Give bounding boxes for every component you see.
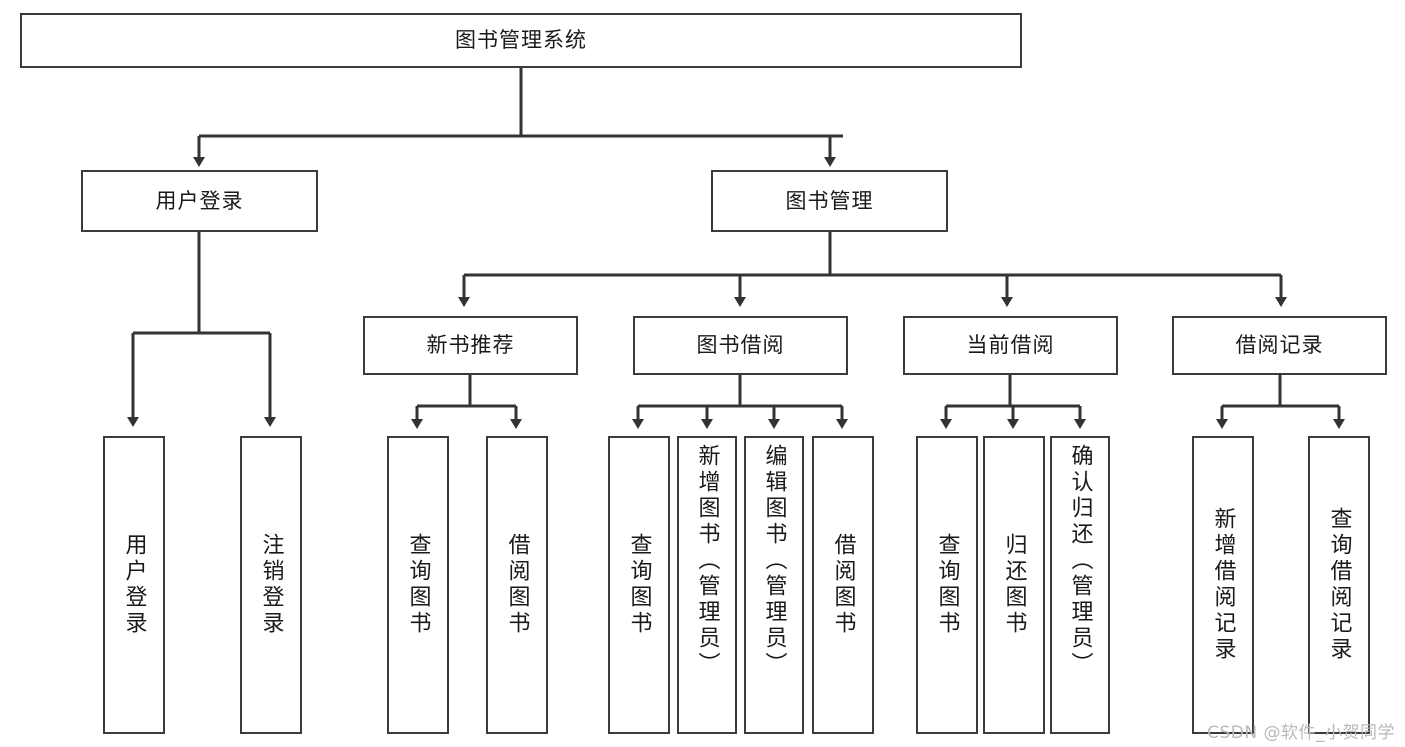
node-label: 查询借阅记录: [1326, 507, 1352, 663]
node-leaf-edit-book-admin[interactable]: 编辑图书（管理员）: [744, 436, 804, 734]
node-label: 新书推荐: [426, 333, 515, 358]
node-label: 新增图书（管理员）: [694, 444, 720, 678]
node-leaf-user-login[interactable]: 用户登录: [103, 436, 165, 734]
node-new-book-recommend[interactable]: 新书推荐: [363, 316, 578, 375]
node-leaf-query-book-recommend[interactable]: 查询图书: [387, 436, 449, 734]
node-current-borrow[interactable]: 当前借阅: [903, 316, 1118, 375]
node-leaf-query-book-borrow[interactable]: 查询图书: [608, 436, 670, 734]
node-book-management[interactable]: 图书管理: [711, 170, 948, 232]
node-leaf-confirm-return-admin[interactable]: 确认归还（管理员）: [1050, 436, 1110, 734]
node-label: 归还图书: [1001, 533, 1027, 637]
node-leaf-return-book[interactable]: 归还图书: [983, 436, 1045, 734]
node-user-login[interactable]: 用户登录: [81, 170, 318, 232]
node-leaf-logout[interactable]: 注销登录: [240, 436, 302, 734]
node-label: 用户登录: [155, 188, 244, 213]
node-label: 图书借阅: [696, 333, 785, 358]
node-label: 借阅图书: [830, 533, 856, 637]
node-label: 查询图书: [626, 533, 652, 637]
node-label: 注销登录: [258, 533, 284, 637]
node-label: 图书管理: [785, 188, 874, 213]
watermark-text: CSDN @软件_小贺同学: [1207, 723, 1395, 743]
node-leaf-borrow-book-recommend[interactable]: 借阅图书: [486, 436, 548, 734]
node-root-book-management-system[interactable]: 图书管理系统: [20, 13, 1022, 68]
node-label: 查询图书: [405, 533, 431, 637]
node-leaf-add-borrow-record[interactable]: 新增借阅记录: [1192, 436, 1254, 734]
node-leaf-query-book-current[interactable]: 查询图书: [916, 436, 978, 734]
node-label: 新增借阅记录: [1210, 507, 1236, 663]
node-label: 用户登录: [121, 533, 147, 637]
node-label: 确认归还（管理员）: [1067, 444, 1093, 678]
node-leaf-borrow-book[interactable]: 借阅图书: [812, 436, 874, 734]
node-leaf-query-borrow-record[interactable]: 查询借阅记录: [1308, 436, 1370, 734]
node-label: 借阅图书: [504, 533, 530, 637]
node-label: 查询图书: [934, 533, 960, 637]
node-label: 当前借阅: [966, 333, 1055, 358]
node-borrow-records[interactable]: 借阅记录: [1172, 316, 1387, 375]
node-label: 图书管理系统: [455, 28, 587, 53]
node-label: 借阅记录: [1235, 333, 1324, 358]
node-book-borrow[interactable]: 图书借阅: [633, 316, 848, 375]
node-leaf-add-book-admin[interactable]: 新增图书（管理员）: [677, 436, 737, 734]
node-label: 编辑图书（管理员）: [761, 444, 787, 678]
